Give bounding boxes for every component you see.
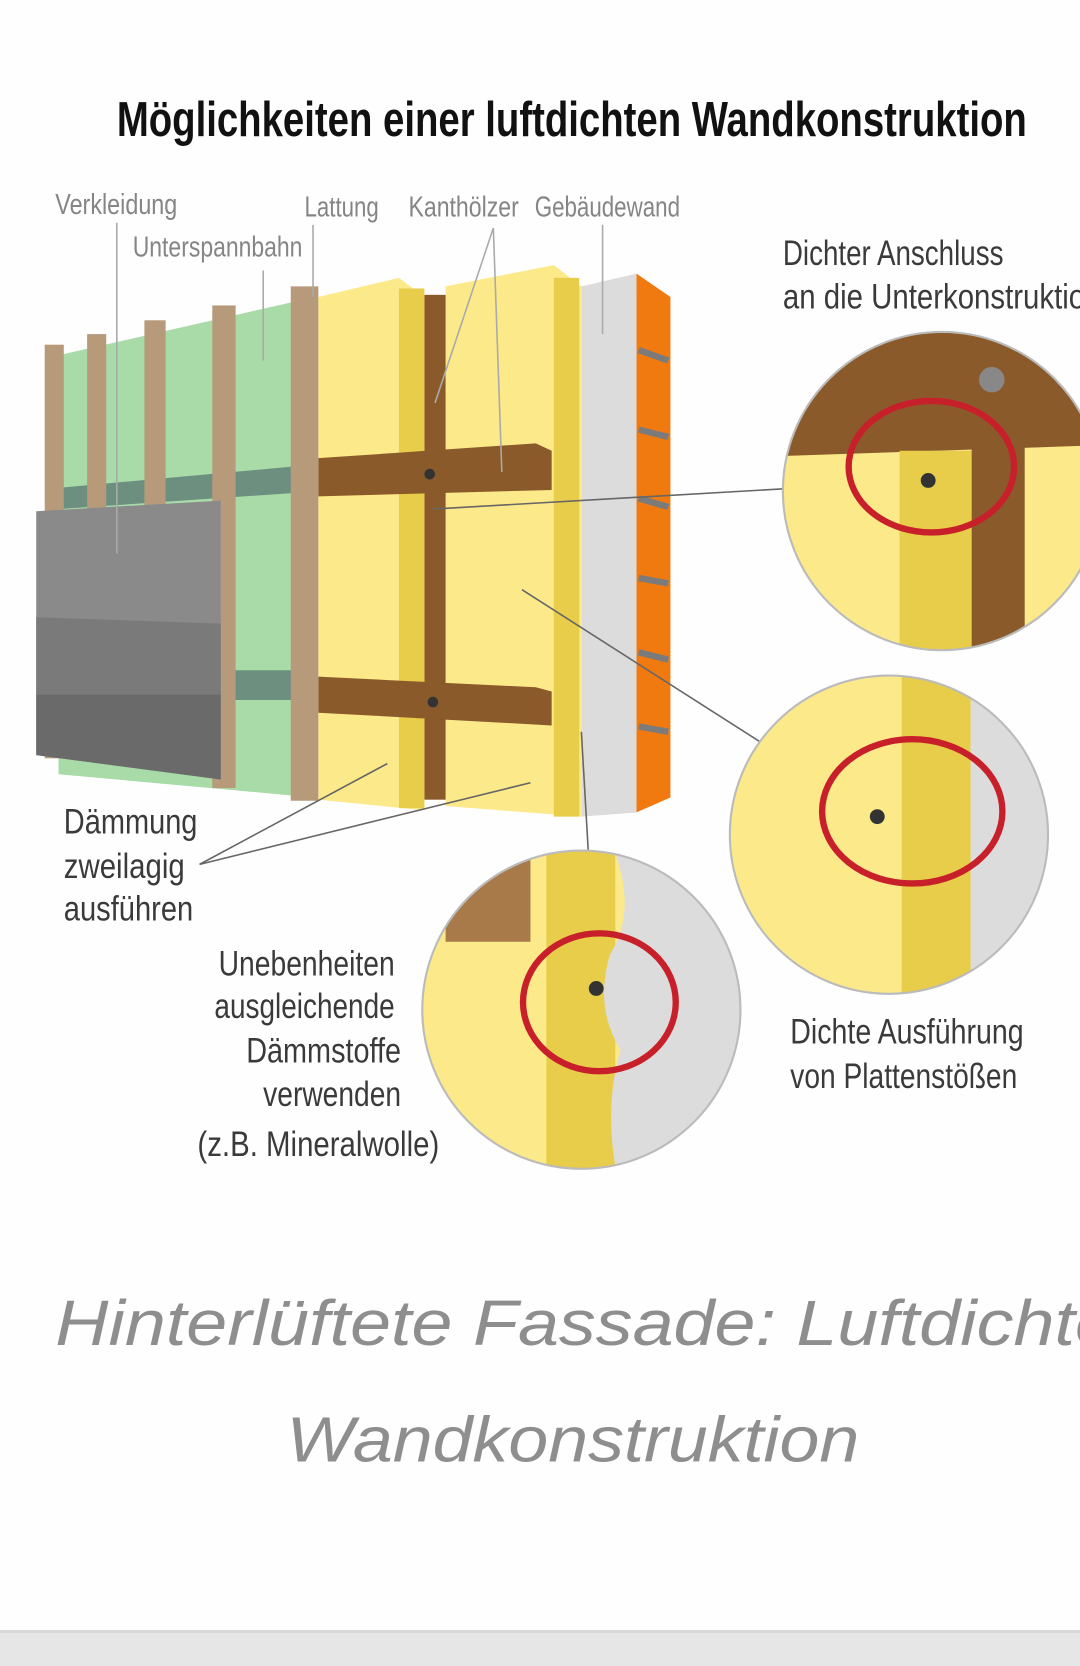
detail-circle-anschluss <box>781 330 1080 652</box>
callout-plattenstoesse-line1: Dichte Ausführung <box>790 1013 1023 1052</box>
label-kanthoelzer: Kanthölzer <box>408 191 519 223</box>
wall-illustration <box>36 265 671 817</box>
callout-unebenheiten-line5: (z.B. Mineralwolle) <box>197 1125 439 1164</box>
insulation-layer-1 <box>318 277 425 811</box>
detail-circle-unebenheiten <box>421 849 742 1170</box>
callout-unebenheiten-line4: verwenden <box>263 1075 401 1114</box>
kantholz-vertical <box>424 294 446 800</box>
label-verkleidung: Verkleidung <box>55 189 177 221</box>
caption-line2: Wandkonstruktion <box>287 1404 860 1475</box>
detail-circle-plattenstoesse <box>728 674 1050 995</box>
label-gebaeudewand: Gebäudewand <box>535 191 680 223</box>
diagram-title: Möglichkeiten einer luftdichten Wandkons… <box>117 93 1027 147</box>
callout-anschluss-line1: Dichter Anschluss <box>783 234 1004 273</box>
label-unterspannbahn: Unterspannbahn <box>133 232 303 264</box>
callout-plattenstoesse-line2: von Plattenstößen <box>790 1057 1017 1096</box>
kantholz-upper <box>318 443 552 497</box>
brick-wall <box>636 273 671 813</box>
callout-daemmung-line2: zweilagig <box>64 847 185 886</box>
callout-anschluss-line2: an die Unterkonstruktio <box>783 278 1080 317</box>
building-wall <box>581 273 637 817</box>
callout-daemmung-line3: ausführen <box>64 890 193 929</box>
label-lattung: Lattung <box>305 191 379 223</box>
callout-unebenheiten-line1: Unebenheiten <box>219 945 395 984</box>
bottom-bar <box>0 1630 1080 1666</box>
callout-daemmung-line1: Dämmung <box>64 803 198 842</box>
callout-unebenheiten-line2: ausgleichende <box>214 987 394 1026</box>
insulation-layer-2 <box>445 265 582 817</box>
caption-line1: Hinterlüftete Fassade: Luftdichte <box>55 1288 1080 1359</box>
callout-unebenheiten-line3: Dämmstoffe <box>246 1032 401 1071</box>
